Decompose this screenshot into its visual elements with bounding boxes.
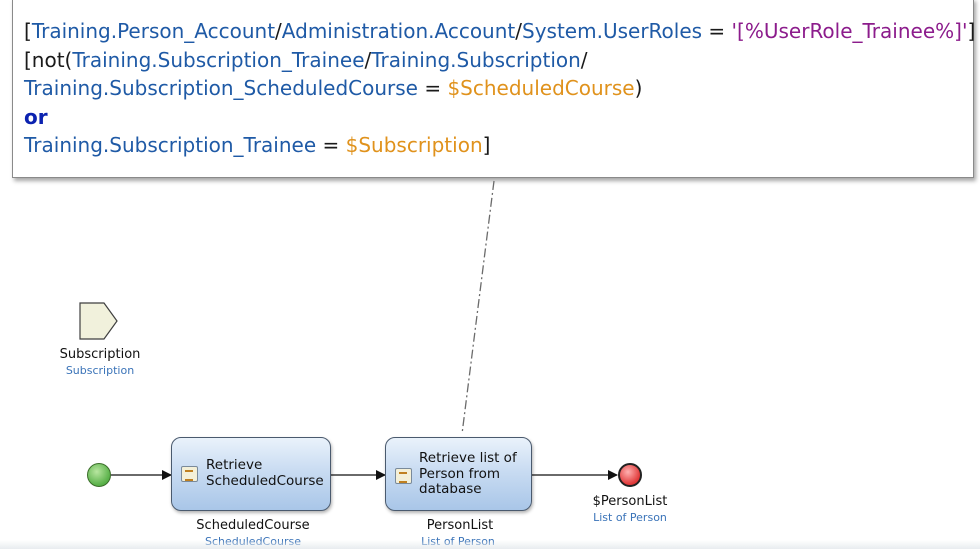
xpath-line-3: Training.Subscription_ScheduledCourse = … — [24, 74, 973, 103]
parameter-type: Subscription — [65, 364, 135, 377]
variable-subscription: $Subscription — [345, 133, 483, 157]
entity-subscription: Training.Subscription — [371, 47, 581, 72]
association-person-account: Training.Person_Account — [31, 19, 276, 43]
association-userroles: System.UserRoles — [522, 19, 703, 43]
equals-operator: = — [316, 133, 346, 157]
activity-caption: Retrieve ScheduledCourse — [206, 457, 324, 489]
xpath-line-1: [Training.Person_Account/Administration.… — [24, 17, 976, 46]
or-keyword: or — [24, 104, 48, 129]
activity-output-name: ScheduledCourse — [196, 518, 310, 533]
bracket: ] — [967, 19, 976, 43]
path-separator: / — [275, 19, 282, 43]
bracket: [ — [24, 19, 32, 43]
end-event-return-name: $PersonList — [592, 494, 668, 509]
parameter-name: Subscription — [59, 347, 141, 362]
path-separator: / — [515, 19, 523, 43]
variable-scheduledcourse: $ScheduledCourse — [447, 76, 635, 100]
userrole-token-string: '[%UserRole_Trainee%]' — [731, 19, 968, 43]
association-subscription-scheduledcourse: Training.Subscription_ScheduledCourse — [24, 76, 418, 100]
xpath-annotation[interactable]: [Training.Person_Account/Administration.… — [12, 0, 976, 178]
start-event[interactable] — [87, 463, 111, 487]
activity-output-name: PersonList — [426, 518, 494, 533]
association-subscription-trainee: Training.Subscription_Trainee — [72, 47, 365, 72]
paren-close: ) — [634, 76, 643, 100]
xpath-line-2: [not(Training.Subscription_Trainee/Train… — [24, 46, 973, 75]
path-separator: / — [364, 47, 372, 72]
association-subscription-trainee: Training.Subscription_Trainee — [24, 133, 317, 157]
xpath-line-5: Training.Subscription_Trainee = $Subscri… — [24, 131, 973, 160]
end-event-return-type: List of Person — [593, 511, 667, 524]
canvas-edge — [0, 540, 980, 549]
entity-account: Administration.Account — [281, 19, 516, 43]
xpath-line-4: or — [24, 103, 973, 132]
retrieve-scheduledcourse-activity[interactable]: Retrieve ScheduledCourse — [171, 437, 331, 511]
retrieve-icon — [181, 466, 198, 482]
equals-operator: = — [702, 19, 732, 43]
path-separator: / — [580, 47, 588, 72]
activity-caption: Retrieve list of Person from database — [419, 450, 517, 497]
equals-operator: = — [417, 76, 448, 100]
end-event[interactable] — [618, 463, 642, 487]
retrieve-icon — [395, 468, 412, 484]
not-function: [not( — [24, 47, 73, 72]
bracket: ] — [482, 133, 491, 157]
retrieve-person-list-activity[interactable]: Retrieve list of Person from database — [385, 437, 532, 511]
parameter-icon[interactable] — [79, 302, 118, 340]
annotation-connector — [461, 180, 495, 435]
